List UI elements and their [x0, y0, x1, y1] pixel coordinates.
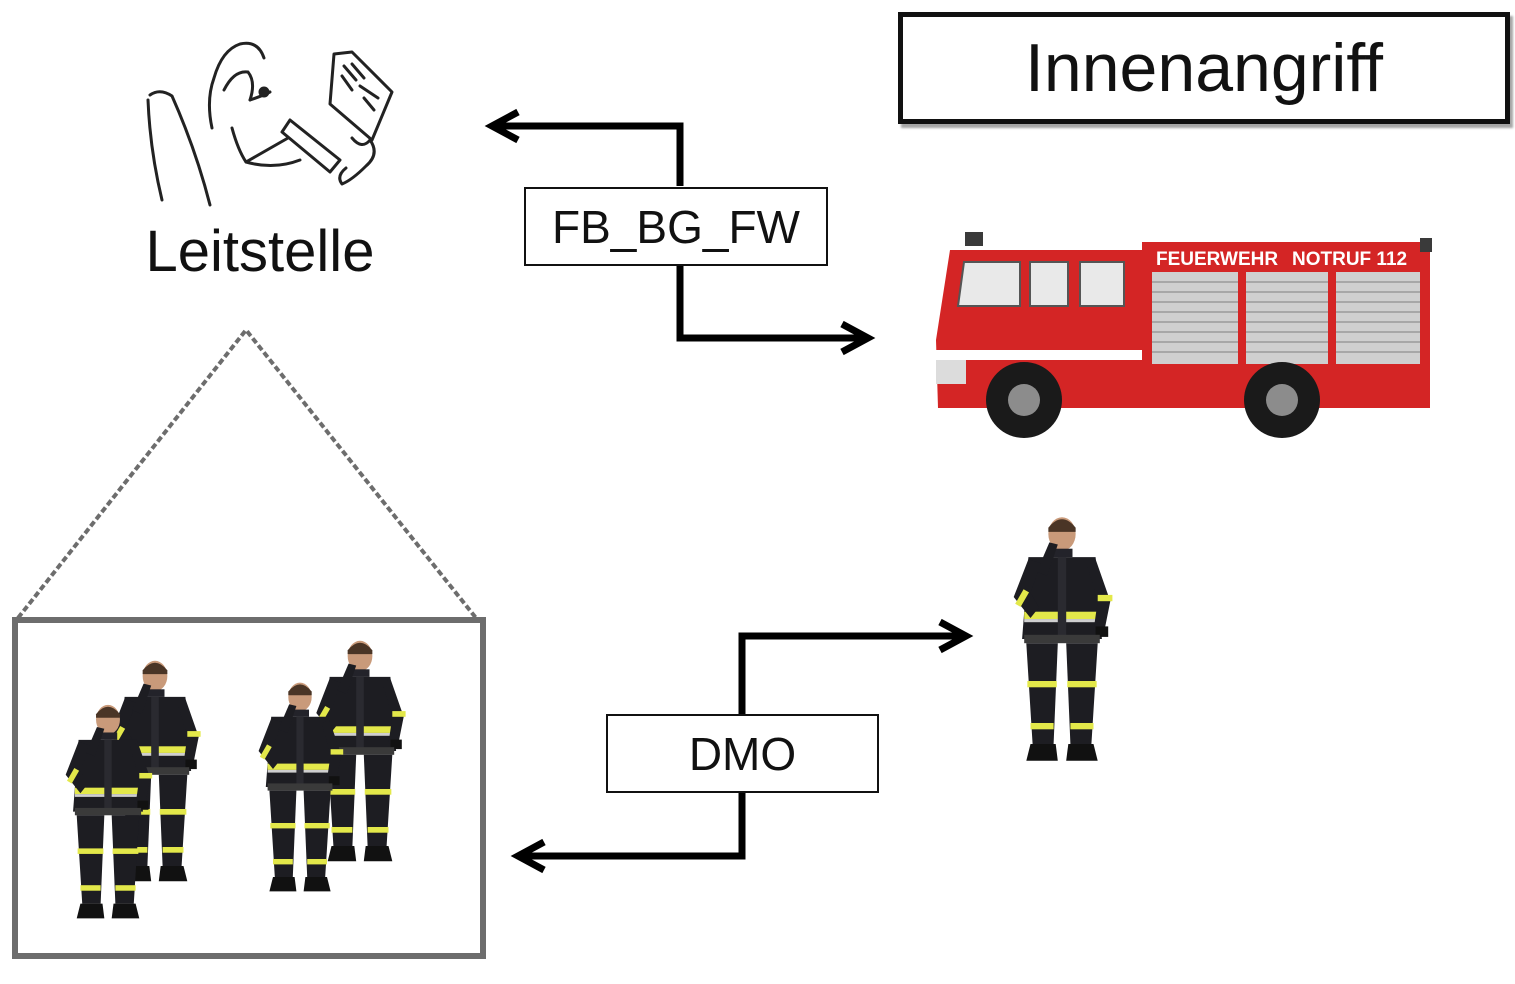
link-label-lower: DMO	[606, 714, 879, 793]
dispatcher-icon	[146, 41, 394, 207]
truck-text-left: FEUERWEHR	[1156, 249, 1278, 270]
firefighter-outside	[1013, 517, 1113, 761]
link-label-upper: FB_BG_FW	[524, 187, 828, 266]
fire-truck-icon: FEUERWEHR NOTRUF 112	[936, 232, 1432, 438]
house-outline	[12, 326, 486, 959]
connector-upper	[484, 108, 876, 356]
truck-text-right: NOTRUF 112	[1292, 249, 1407, 270]
firefighter-group-inside	[65, 640, 406, 919]
connector-lower	[510, 618, 974, 874]
leitstelle-label: Leitstelle	[145, 219, 375, 284]
page-title: Innenangriff	[898, 12, 1510, 124]
